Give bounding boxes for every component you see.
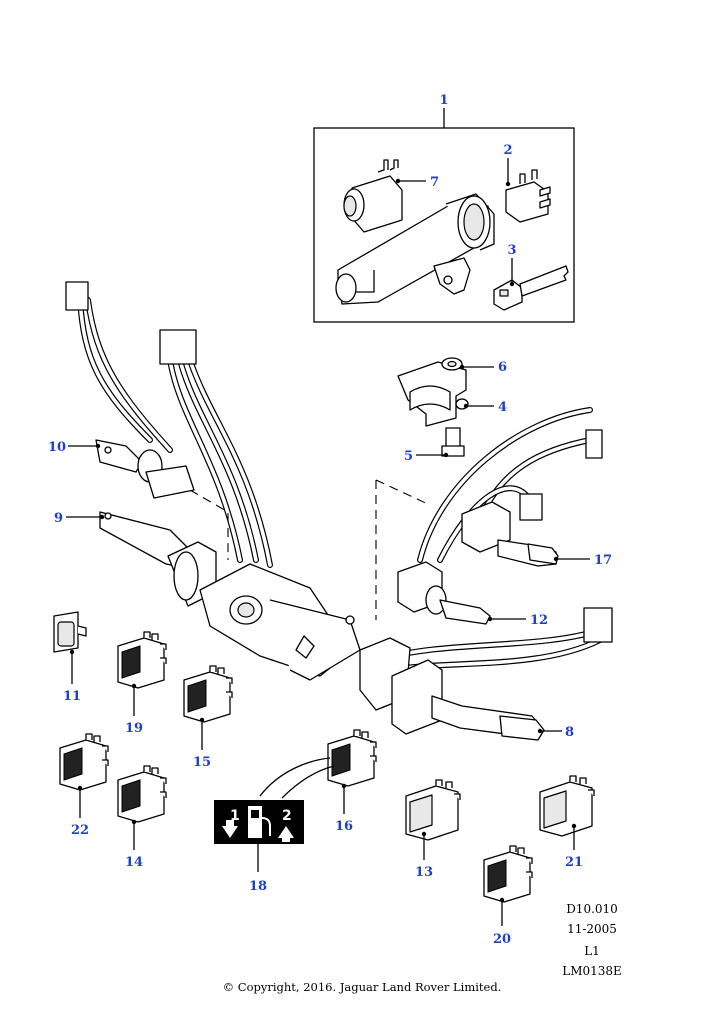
callout-22[interactable]: 22 [71,823,89,838]
diagram-code: D10.010 [566,902,618,916]
rocker-switch-19[interactable] [117,631,167,689]
callout-17[interactable]: 17 [594,553,612,568]
callout-3[interactable]: 3 [507,243,516,258]
callout-20[interactable]: 20 [493,932,511,947]
diagram-date: 11-2005 [567,922,617,936]
switch-bezel[interactable] [53,611,87,653]
callout-13[interactable]: 13 [415,865,433,880]
rocker-switch-15[interactable] [183,665,233,723]
callout-labels: 1 2 3 4 5 6 7 8 9 10 11 12 13 14 15 16 1… [48,93,612,947]
harness-plug-mid [519,493,543,521]
rocker-switch-20[interactable] [483,845,533,903]
callout-15[interactable]: 15 [193,755,211,770]
callout-4[interactable]: 4 [498,400,507,415]
callout-7[interactable]: 7 [430,175,439,190]
diagram-ref: LM0138E [562,964,622,978]
callout-10[interactable]: 10 [48,440,66,455]
fuel-tank-legend-panel[interactable]: 1 2 [214,800,304,844]
clamp-bolt[interactable] [441,427,465,457]
steering-lock[interactable] [335,193,495,305]
callout-12[interactable]: 12 [530,613,548,628]
main-switch-assembly[interactable] [199,563,361,681]
small-stalk-switch[interactable] [95,439,195,499]
callout-11[interactable]: 11 [63,689,81,704]
clamp-bracket[interactable] [397,361,469,427]
harness-plug-right [585,429,603,459]
rocker-switch-22[interactable] [59,733,109,791]
push-switch-21[interactable] [539,775,595,837]
diagram-level: L1 [584,944,600,958]
clamp-washer[interactable] [441,357,463,371]
rocker-switch-16[interactable] [327,729,377,787]
callout-8[interactable]: 8 [565,725,574,740]
push-switch-13[interactable] [405,779,461,841]
harness-connector-main [159,329,197,365]
wiper-stalk-switch[interactable] [359,637,545,741]
ignition-key[interactable] [493,265,569,311]
callout-21[interactable]: 21 [565,855,583,870]
legend-right-digit: 2 [282,808,292,824]
right-lower-stalk[interactable] [397,561,491,625]
callout-5[interactable]: 5 [404,449,413,464]
down-arrow-icon [222,820,238,838]
left-stalk-switch[interactable] [99,511,217,607]
callout-16[interactable]: 16 [335,819,353,834]
callout-9[interactable]: 9 [54,511,63,526]
harness-connector-lower-right [583,607,613,643]
leader-lines [66,108,590,926]
rocker-switch-14[interactable] [117,765,167,823]
up-arrow-icon [278,826,294,842]
callout-1[interactable]: 1 [439,93,448,108]
callout-18[interactable]: 18 [249,879,267,894]
legend-left-digit: 1 [230,808,240,824]
callout-14[interactable]: 14 [125,855,143,870]
callout-2[interactable]: 2 [503,143,512,158]
callout-6[interactable]: 6 [498,360,507,375]
callout-19[interactable]: 19 [125,721,143,736]
right-upper-stalk[interactable] [461,501,559,567]
copyright-notice: © Copyright, 2016. Jaguar Land Rover Lim… [222,980,502,994]
ignition-switch[interactable] [343,159,403,233]
harness-connector-left [65,281,89,311]
ignition-connector[interactable] [505,169,551,223]
